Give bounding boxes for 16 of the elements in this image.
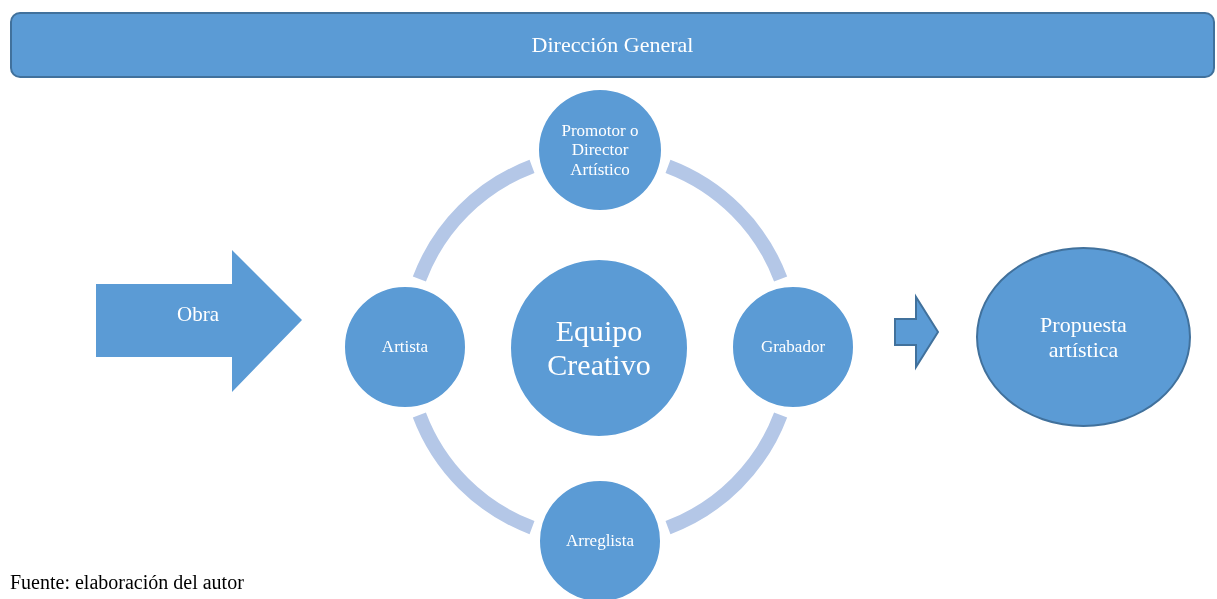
node-label: Grabador bbox=[760, 337, 826, 357]
title-band bbox=[10, 12, 1215, 78]
node-label: Promotor o Director Artístico bbox=[560, 120, 640, 180]
node-label: Obra bbox=[177, 301, 219, 327]
node-label: Artista bbox=[381, 337, 429, 357]
caption: Fuente: elaboración del autor bbox=[10, 570, 244, 594]
ring-arc bbox=[413, 160, 535, 282]
node-label: Propuesta artística bbox=[1039, 311, 1128, 363]
ring-arc bbox=[665, 160, 787, 282]
node-label: Equipo Creativo bbox=[546, 313, 652, 383]
ring-arc bbox=[413, 412, 535, 534]
block-arrow bbox=[96, 250, 302, 392]
ring-arc bbox=[665, 412, 787, 534]
block-arrow bbox=[894, 293, 940, 371]
node-label: Dirección General bbox=[531, 32, 694, 58]
node-label: Arreglista bbox=[566, 531, 634, 551]
